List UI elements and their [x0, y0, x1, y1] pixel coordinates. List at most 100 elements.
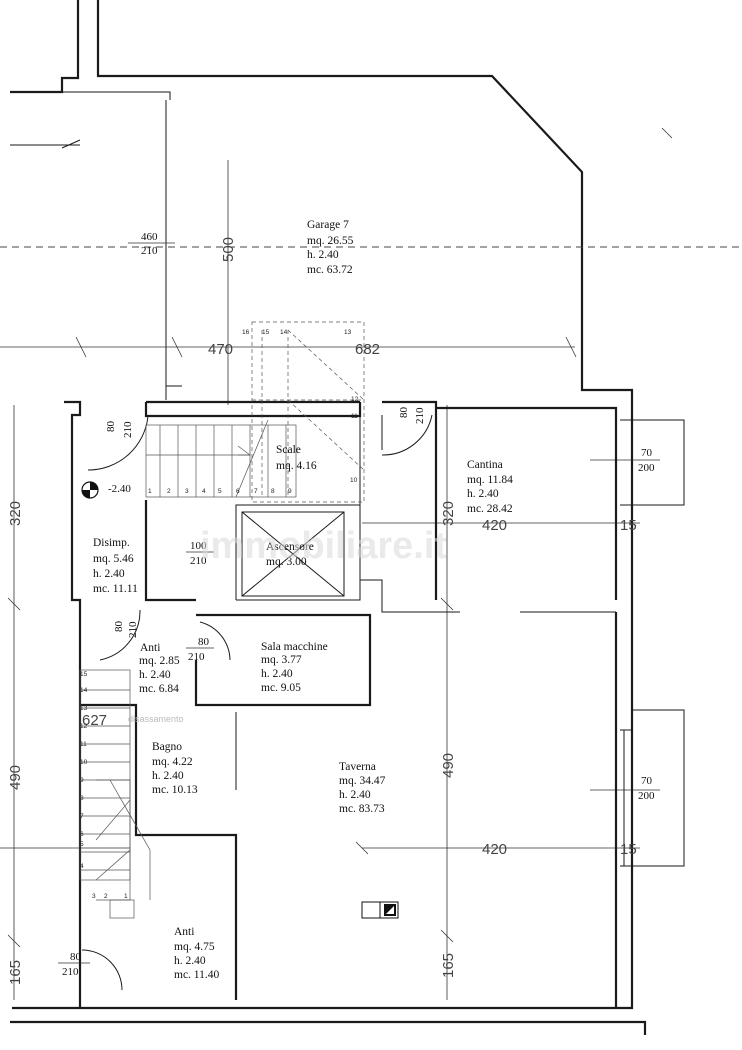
step-number: 7	[254, 488, 258, 495]
step-number: 14	[80, 687, 88, 694]
dim-420-bottom: 420	[482, 841, 507, 858]
step-number: 13	[80, 705, 88, 712]
level-marker	[81, 481, 99, 499]
shaft-icon	[361, 901, 399, 919]
elevator-shaft	[235, 511, 345, 597]
dim-15-bottom: 15	[620, 841, 637, 858]
step-number: 1	[148, 488, 152, 495]
watermark: immobiliare.it	[200, 525, 447, 567]
room-area: mq. 3.77	[261, 654, 302, 666]
door-cantina-width: 80	[398, 407, 410, 419]
window-bays	[620, 419, 685, 867]
room-height: h. 2.40	[307, 249, 339, 261]
dim-627: 627	[82, 712, 107, 729]
room-volume: mc. 11.40	[174, 969, 219, 981]
level-label: -2.40	[108, 483, 131, 495]
step-number: 5	[218, 488, 222, 495]
window-cantina-height: 200	[638, 462, 655, 474]
door-sala-height: 210	[188, 651, 205, 663]
room-name: Scale	[276, 444, 301, 456]
room-height: h. 2.40	[152, 770, 184, 782]
door-disimp-width: 80	[105, 421, 117, 433]
step-number: 6	[80, 831, 84, 838]
room-volume: mc. 10.13	[152, 784, 198, 796]
room-name: Garage 7	[307, 219, 349, 231]
window-taverna-width: 70	[641, 775, 653, 787]
room-volume: mc. 11.11	[93, 583, 138, 595]
step-number: 7	[80, 813, 84, 820]
step-number: 16	[242, 329, 250, 336]
room-bagno: Bagno mq. 4.22 h. 2.40 mc. 10.13	[152, 741, 198, 796]
stair-numbers-left: 15 14 13 12 11 10 9 8 7 6 5 4 3 2 1	[80, 671, 128, 900]
step-number: 15	[262, 329, 270, 336]
room-name: Sala macchine	[261, 641, 328, 653]
room-height: h. 2.40	[467, 488, 499, 500]
step-number: 13	[344, 329, 352, 336]
step-number: 12	[80, 723, 88, 730]
step-number: 14	[280, 329, 288, 336]
room-ascensore: Ascensore mq. 3.00	[266, 541, 314, 568]
room-area: mq. 2.85	[139, 655, 180, 667]
room-area: mq. 4.22	[152, 756, 193, 768]
step-number: 11	[80, 741, 87, 748]
room-sala-macchine: Sala macchine mq. 3.77 h. 2.40 mc. 9.05	[261, 641, 328, 694]
dim-682: 682	[355, 341, 380, 358]
garage-door-height: 210	[141, 245, 158, 257]
room-name: Cantina	[467, 459, 503, 471]
room-area: mq. 34.47	[339, 775, 386, 787]
room-area: mq. 4.16	[276, 460, 317, 472]
room-name: Anti	[140, 642, 160, 654]
step-number: 12	[351, 396, 359, 403]
step-number: 3	[185, 488, 189, 495]
dim-165-mid: 165	[440, 953, 457, 978]
room-height: h. 2.40	[93, 568, 125, 580]
room-anti-1: Anti mq. 2.85 h. 2.40 mc. 6.84	[139, 642, 180, 695]
garage-door-width: 460	[141, 231, 158, 243]
dim-500: 500	[220, 237, 237, 262]
room-height: h. 2.40	[261, 668, 293, 680]
room-area: mq. 11.84	[467, 474, 513, 486]
note-label: disassamento	[128, 714, 184, 724]
dim-165-left: 165	[7, 960, 24, 985]
door-anti2-height: 210	[62, 966, 79, 978]
room-height: h. 2.40	[174, 955, 206, 967]
interior-walls	[64, 400, 618, 1008]
room-cantina: Cantina mq. 11.84 h. 2.40 mc. 28.42	[467, 459, 513, 515]
dim-490-mid: 490	[440, 753, 457, 778]
room-garage: Garage 7 mq. 26.55 h. 2.40 mc. 63.72	[307, 219, 354, 276]
step-number: 10	[80, 759, 88, 766]
step-number: 2	[104, 893, 108, 900]
door-anti1-width: 80	[113, 621, 125, 633]
step-number: 9	[80, 777, 84, 784]
door-cantina-height: 210	[414, 407, 426, 424]
stair-numbers-top: 1 2 3 4 5 6 7 8 9 10 11 12 13 14 15 16	[148, 329, 359, 495]
stairs-left	[79, 669, 151, 919]
dimension-lines	[0, 127, 673, 1000]
dimension-values: 500 470 682 320 320 420 15 490 490 420 1…	[7, 237, 637, 985]
outer-walls	[10, 0, 647, 1035]
door-disimp-height: 210	[122, 421, 134, 438]
step-number: 8	[80, 795, 84, 802]
dim-420-top: 420	[482, 517, 507, 534]
step-number: 6	[236, 488, 240, 495]
step-number: 4	[202, 488, 206, 495]
room-name: Bagno	[152, 741, 182, 753]
room-area: mq. 4.75	[174, 941, 215, 953]
room-name: Anti	[174, 926, 194, 938]
dim-320-left: 320	[7, 501, 24, 526]
step-number: 4	[80, 863, 84, 870]
step-number: 11	[351, 413, 358, 420]
door-asc-height: 210	[190, 555, 207, 567]
room-area: mq. 5.46	[93, 553, 134, 565]
room-area: mq. 3.00	[266, 556, 307, 568]
room-volume: mc. 83.73	[339, 803, 385, 815]
room-disimp: Disimp. mq. 5.46 h. 2.40 mc. 11.11	[93, 537, 138, 595]
opening-labels: 460 210 80 210 80 210 70 200 100 210 80 …	[58, 231, 655, 978]
stairs-top	[145, 321, 365, 503]
step-number: 3	[92, 893, 96, 900]
dim-15-top: 15	[620, 517, 637, 534]
room-taverna: Taverna mq. 34.47 h. 2.40 mc. 83.73	[339, 761, 386, 815]
dim-320-mid: 320	[440, 501, 457, 526]
room-volume: mc. 28.42	[467, 503, 513, 515]
